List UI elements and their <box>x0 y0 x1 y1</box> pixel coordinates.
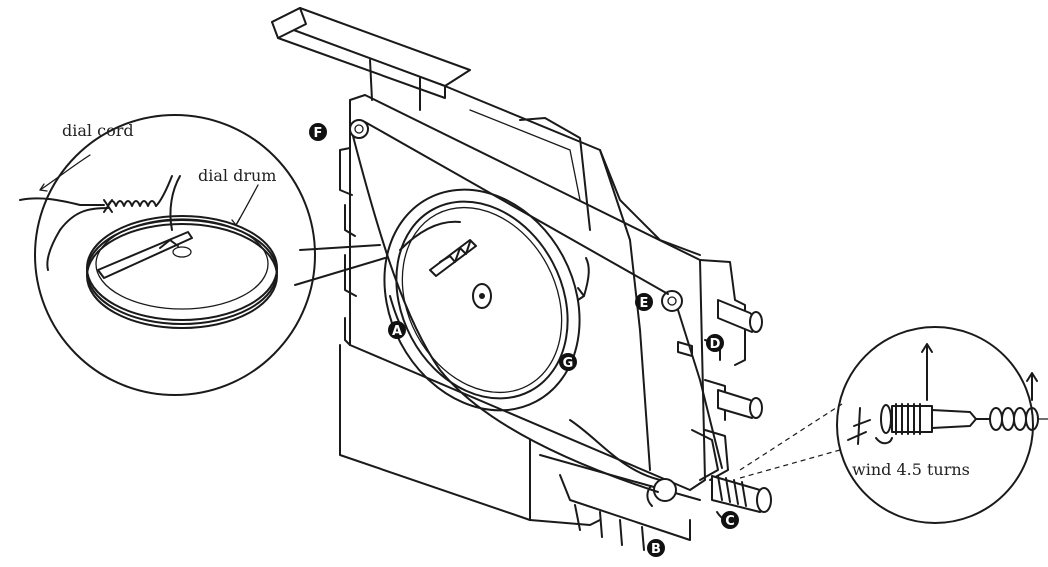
label-dial-cord: dial cord <box>62 121 134 140</box>
pulley-e <box>661 290 683 312</box>
pulley-b <box>653 478 677 502</box>
winding-detail-inset: wind 4.5 turns <box>739 326 1048 524</box>
tuner-chassis <box>271 7 772 551</box>
plate-dial-drum <box>383 188 581 412</box>
marker-c: C <box>721 511 739 529</box>
dial-cord <box>352 121 723 493</box>
drum-detail-inset: dial cord dial drum <box>19 114 386 396</box>
svg-text:E: E <box>640 296 649 311</box>
label-dial-drum: dial drum <box>198 166 276 185</box>
svg-text:D: D <box>710 337 721 352</box>
marker-a: A <box>388 321 406 339</box>
marker-b: B <box>647 539 665 557</box>
svg-text:G: G <box>563 356 574 371</box>
marker-e: E <box>635 293 653 311</box>
svg-text:C: C <box>725 514 735 529</box>
marker-g: G <box>559 353 577 371</box>
marker-f: F <box>309 123 327 141</box>
marker-d: D <box>706 334 724 352</box>
label-wind-turns: wind 4.5 turns <box>852 460 970 479</box>
svg-text:A: A <box>392 324 402 339</box>
svg-text:F: F <box>314 126 323 141</box>
pulley-f <box>349 119 369 139</box>
tuning-shaft <box>691 429 772 513</box>
svg-text:B: B <box>651 542 661 557</box>
